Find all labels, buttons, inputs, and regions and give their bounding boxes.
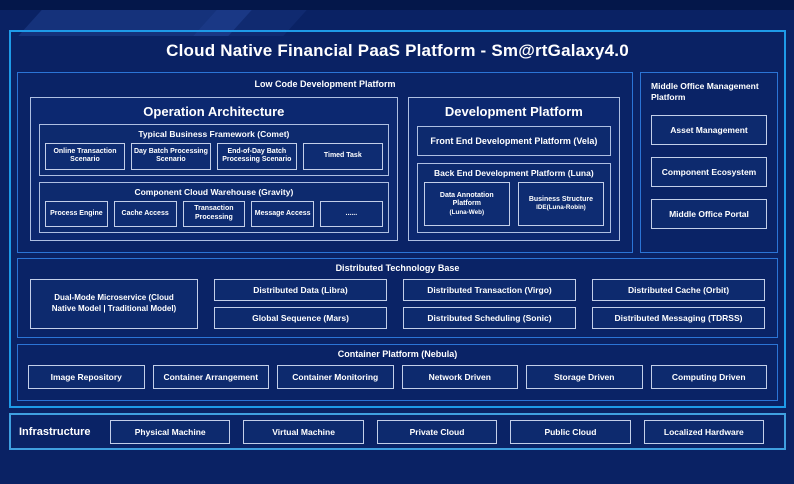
back-end-platform-label: Back End Development Platform (Luna) [434,168,594,178]
ccw-item-ellipsis: ...... [320,200,383,227]
low-code-development-platform-box: Low Code Development Platform Operation … [17,72,633,253]
middle-office-item-asset-management: Asset Management [651,115,767,146]
distributed-technology-base-box: Distributed Technology Base Dual-Mode Mi… [17,258,778,338]
container-platform-box: Container Platform (Nebula) Image Reposi… [17,344,778,401]
ccw-item-transaction-processing: Transaction Processing [182,200,246,227]
ccw-item-message-access: Message Access [251,200,314,227]
development-platform-title: Development Platform [444,104,583,119]
component-cloud-warehouse-items: Process Engine Cache Access Transaction … [45,200,383,227]
dtb-column-1: Distributed Data (Libra) Global Sequence… [214,279,387,329]
typical-business-framework-items: Online Transaction Scenario Day Batch Pr… [45,143,383,170]
tbf-item-timed-task: Timed Task [302,143,383,170]
container-item-container-monitoring: Container Monitoring [277,365,394,389]
container-item-computing-driven: Computing Driven [650,365,767,389]
dtb-item-distributed-data: Distributed Data (Libra) [214,279,387,301]
container-platform-label: Container Platform (Nebula) [337,349,458,359]
top-dark-band [0,0,794,10]
back-end-item-sub: (Luna-Web) [449,208,485,216]
container-item-image-repository: Image Repository [28,365,145,389]
infra-item-private-cloud: Private Cloud [376,419,498,444]
infrastructure-box: Infrastructure Physical Machine Virtual … [9,413,786,450]
development-platform-box: Development Platform Front End Developme… [407,97,620,241]
low-code-platform-label: Low Code Development Platform [254,79,396,89]
typical-business-framework-box: Typical Business Framework (Comet) Onlin… [39,124,389,176]
middle-office-label: Middle Office Management Platform [651,81,759,103]
dtb-item-distributed-scheduling: Distributed Scheduling (Sonic) [403,307,576,329]
tbf-item-end-of-day-batch: End-of-Day Batch Processing Scenario [216,143,297,170]
container-platform-items: Image Repository Container Arrangement C… [28,365,767,389]
typical-business-framework-label: Typical Business Framework (Comet) [138,129,290,139]
operation-architecture-title: Operation Architecture [143,104,285,119]
infra-item-physical-machine: Physical Machine [110,419,231,444]
back-end-item-data-annotation: Data Annotation Platform (Luna-Web) [423,182,510,226]
distributed-technology-base-row: Dual-Mode Microservice (Cloud Native Mod… [30,279,765,329]
container-item-network-driven: Network Driven [401,365,518,389]
dtb-item-distributed-cache: Distributed Cache (Orbit) [592,279,765,301]
dtb-item-distributed-transaction: Distributed Transaction (Virgo) [403,279,576,301]
tbf-item-online-transaction: Online Transaction Scenario [45,143,125,170]
dual-mode-microservice-box: Dual-Mode Microservice (Cloud Native Mod… [30,279,198,329]
dtb-column-2: Distributed Transaction (Virgo) Distribu… [403,279,576,329]
container-item-container-arrangement: Container Arrangement [152,365,269,389]
middle-office-item-middle-office-portal: Middle Office Portal [651,199,767,230]
operation-architecture-box: Operation Architecture Typical Business … [30,97,398,241]
ccw-item-cache-access: Cache Access [113,200,177,227]
tbf-item-day-batch: Day Batch Processing Scenario [130,143,211,170]
dtb-column-3: Distributed Cache (Orbit) Distributed Me… [592,279,765,329]
back-end-item-sub: IDE(Luna-Robin) [536,204,586,212]
distributed-technology-base-label: Distributed Technology Base [335,263,460,273]
infra-item-virtual-machine: Virtual Machine [243,419,364,444]
back-end-item-name: Data Annotation Platform [439,191,494,208]
ccw-item-process-engine: Process Engine [45,200,108,227]
back-end-items: Data Annotation Platform (Luna-Web) Busi… [423,182,604,226]
back-end-development-platform-box: Back End Development Platform (Luna) Dat… [416,163,611,233]
back-end-item-name: Business Structure [528,196,594,204]
low-code-content-row: Operation Architecture Typical Business … [30,97,620,241]
component-cloud-warehouse-box: Component Cloud Warehouse (Gravity) Proc… [39,181,389,233]
middle-office-item-component-ecosystem: Component Ecosystem [651,157,767,188]
front-end-development-platform-box: Front End Development Platform (Vela) [416,126,611,156]
infra-item-localized-hardware: Localized Hardware [643,419,765,444]
component-cloud-warehouse-label: Component Cloud Warehouse (Gravity) [134,186,294,197]
page-title: Cloud Native Financial PaaS Platform - S… [166,41,629,60]
main-platform-frame: Cloud Native Financial PaaS Platform - S… [9,30,786,408]
dtb-item-global-sequence: Global Sequence (Mars) [214,307,387,329]
back-end-item-business-structure: Business Structure IDE(Luna-Robin) [517,182,604,226]
container-item-storage-driven: Storage Driven [526,365,643,389]
middle-office-management-platform-box: Middle Office Management Platform Asset … [640,72,778,253]
top-row: Low Code Development Platform Operation … [17,72,778,253]
infra-item-public-cloud: Public Cloud [510,419,631,444]
dtb-item-distributed-messaging: Distributed Messaging (TDRSS) [592,307,765,329]
infrastructure-label: Infrastructure [19,425,91,438]
